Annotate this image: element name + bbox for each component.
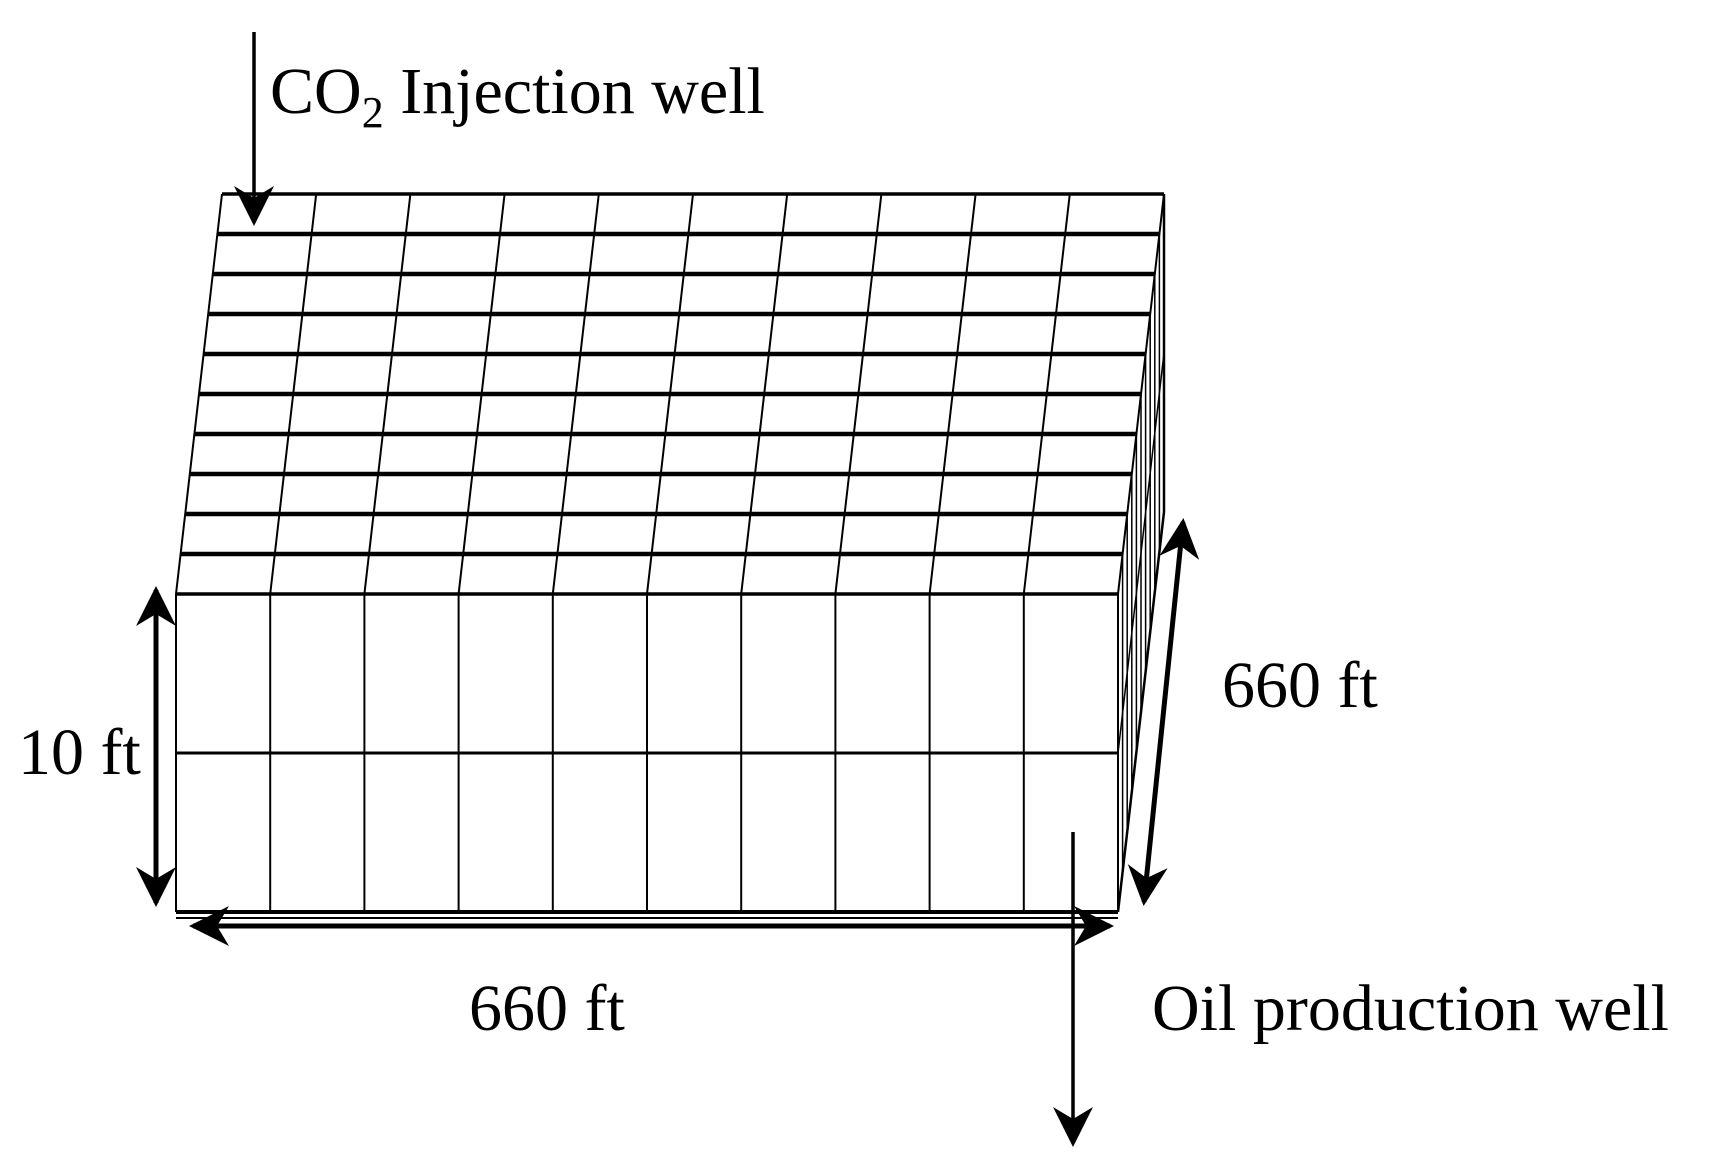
top-face-column-line — [1022, 193, 1071, 595]
top-face-column-line — [175, 193, 223, 595]
top-face-column-line — [551, 193, 600, 595]
top-face-column-line — [363, 193, 412, 595]
top-face-column-line — [928, 193, 977, 595]
height-dimension-label: 10 ft — [18, 716, 141, 789]
injection-well-label: CO2 Injection well — [270, 55, 765, 137]
reservoir-grid — [175, 192, 1166, 919]
top-face-column-line — [834, 193, 883, 595]
top-face-column-line — [740, 193, 789, 595]
length-dimension-label: 660 ft — [469, 972, 625, 1045]
top-face-column-line — [646, 193, 694, 595]
width-dimension-arrow — [1127, 518, 1200, 906]
production-well-label: Oil production well — [1152, 972, 1669, 1045]
width-dimension-label: 660 ft — [1222, 649, 1378, 722]
top-face-column-line — [457, 193, 506, 595]
top-face-column-line — [269, 193, 318, 595]
